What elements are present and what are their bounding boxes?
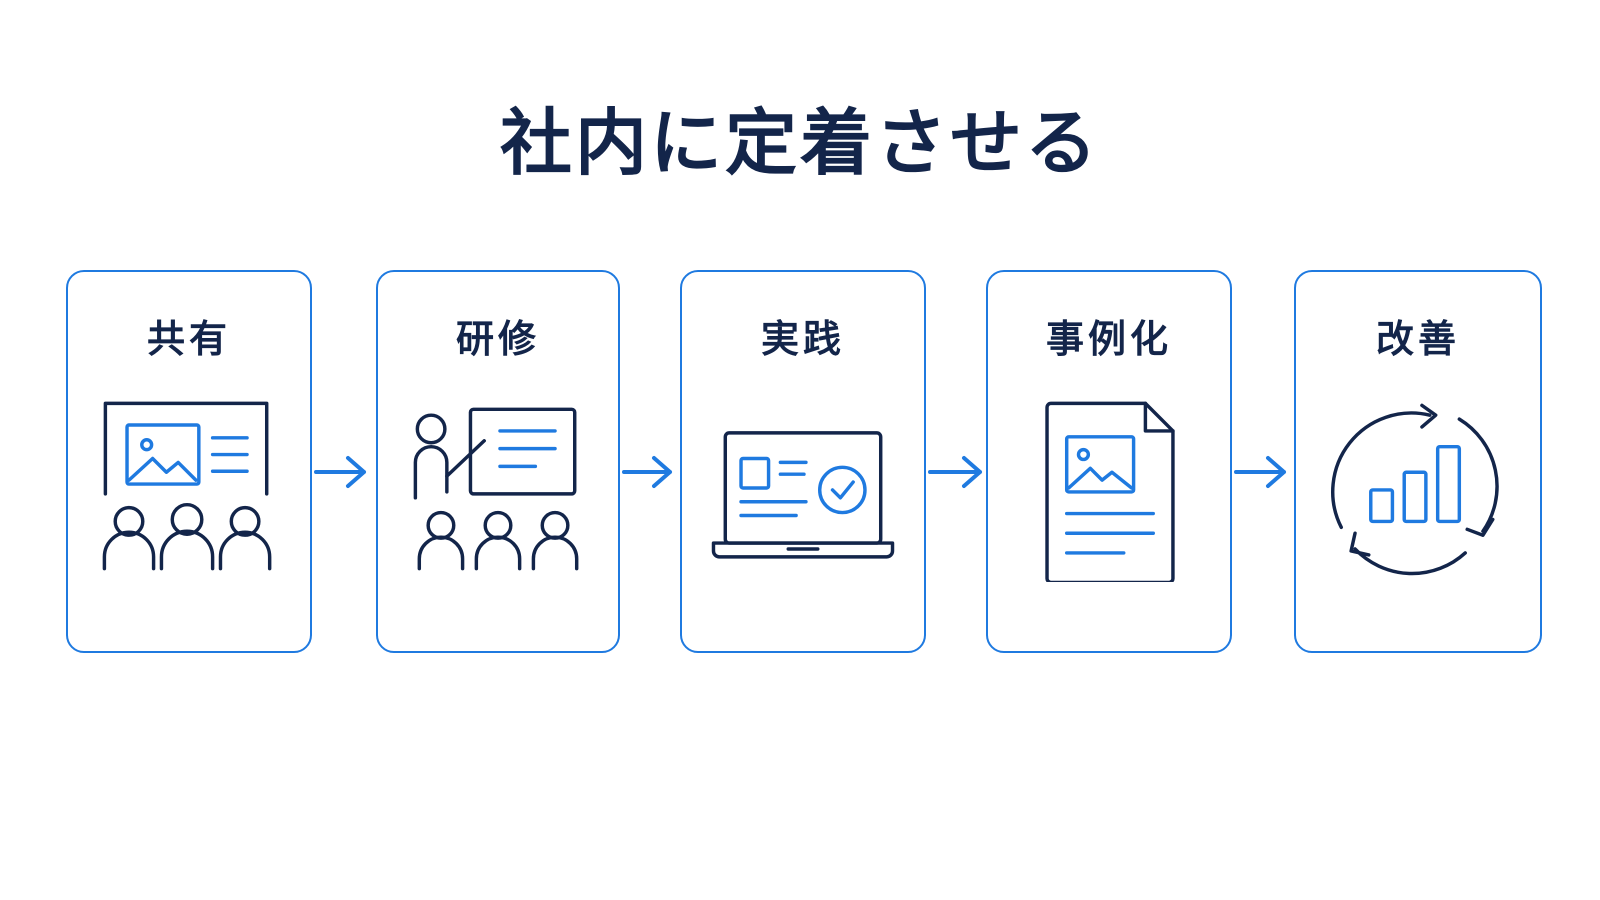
step-label: 事例化: [1045, 317, 1172, 361]
case-document-icon: [1045, 401, 1175, 582]
flow-arrow-icon: [622, 456, 672, 488]
step-label: 共有: [146, 317, 231, 361]
flow-arrow-icon: [1234, 456, 1286, 488]
step-label: 改善: [1375, 317, 1460, 361]
step-card-improvement: 改善: [1294, 270, 1542, 653]
step-card-practice: 実践: [680, 270, 926, 653]
training-instructor-icon: [413, 407, 579, 571]
flow-arrow-icon: [928, 456, 982, 488]
improvement-cycle-chart-icon: [1331, 403, 1499, 576]
presentation-audience-icon: [102, 401, 272, 571]
step-card-share: 共有: [66, 270, 312, 653]
flow-arrow-icon: [314, 456, 366, 488]
step-card-training: 研修: [376, 270, 620, 653]
step-card-case-study: 事例化: [986, 270, 1232, 653]
step-label: 研修: [455, 317, 540, 361]
step-label: 実践: [760, 317, 845, 361]
page-title: 社内に定着させる: [499, 101, 1100, 185]
laptop-checkmark-icon: [711, 431, 895, 559]
